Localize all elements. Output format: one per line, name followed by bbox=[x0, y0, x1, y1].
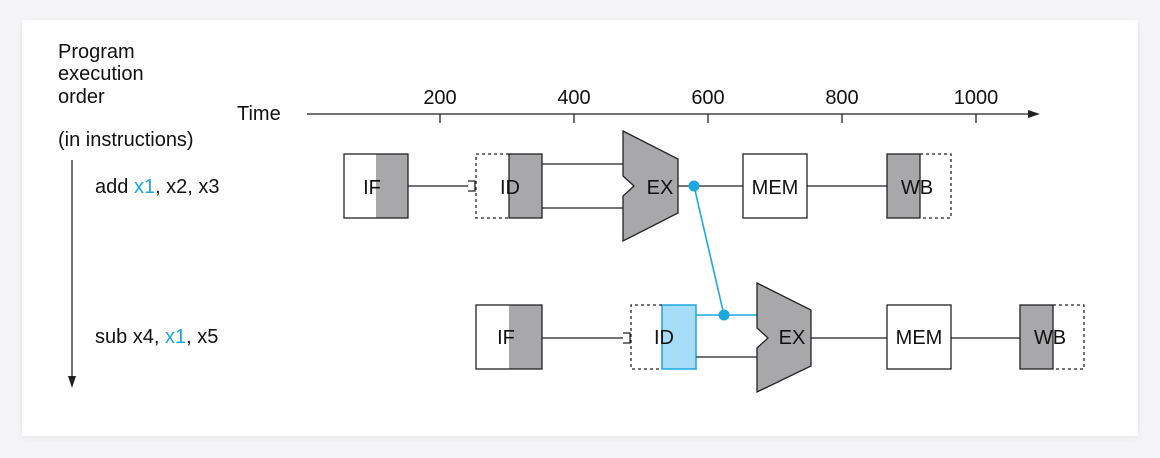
id-stage-box bbox=[630, 304, 662, 370]
time-label: Time bbox=[237, 103, 281, 125]
wb-stage-box bbox=[1053, 304, 1085, 370]
tick-label: 400 bbox=[557, 87, 590, 109]
id-stage-label: ID bbox=[500, 177, 520, 199]
wb-stage-shade bbox=[886, 153, 921, 219]
order-label-line-4: (in instructions) bbox=[58, 129, 194, 151]
tick-label: 800 bbox=[825, 87, 858, 109]
ex-stage-label: EX bbox=[647, 177, 674, 199]
diagram-card bbox=[22, 20, 1138, 436]
wb-stage-shade bbox=[1019, 304, 1054, 370]
wb-stage-box bbox=[920, 153, 952, 219]
row-add-pipeline: IF ID EX MEM WB bbox=[343, 129, 952, 243]
row-sub-pipeline: IF ID EX MEM WB bbox=[475, 281, 1085, 394]
id-stage-shade bbox=[508, 153, 543, 219]
wb-stage-label: WB bbox=[1034, 327, 1066, 349]
id-stage-label: ID bbox=[654, 327, 674, 349]
ex-stage-alu bbox=[622, 129, 679, 243]
time-axis-arrowhead bbox=[1028, 110, 1040, 118]
program-order-arrowhead bbox=[68, 376, 76, 388]
mem-stage-label: MEM bbox=[896, 327, 943, 349]
if-stage-label: IF bbox=[363, 177, 381, 199]
ex-stage-label: EX bbox=[779, 327, 806, 349]
tick-label: 1000 bbox=[954, 87, 999, 109]
forwarding-source-dot bbox=[688, 180, 700, 192]
if-stage-shade bbox=[509, 305, 542, 369]
order-label-line-3: order bbox=[58, 86, 105, 108]
wb-stage-label: WB bbox=[901, 177, 933, 199]
ex-stage-alu bbox=[756, 281, 812, 394]
mem-stage-label: MEM bbox=[752, 177, 799, 199]
register-read-marker bbox=[468, 180, 476, 192]
tick-label: 600 bbox=[691, 87, 724, 109]
forwarding-target-dot bbox=[718, 309, 730, 321]
tick-label: 200 bbox=[423, 87, 456, 109]
mem-stage-box bbox=[742, 153, 808, 219]
mem-stage-box bbox=[886, 304, 952, 370]
order-label-line-1: Program bbox=[58, 41, 135, 63]
if-stage-label: IF bbox=[497, 327, 515, 349]
forwarding-path bbox=[688, 180, 730, 321]
forwarding-line bbox=[693, 185, 725, 316]
order-label-line-2: execution bbox=[58, 63, 144, 85]
if-stage-shade bbox=[376, 154, 408, 218]
instruction-add-label: add x1, x2, x3 bbox=[95, 176, 220, 198]
id-stage-highlight bbox=[661, 304, 697, 370]
register-read-marker bbox=[623, 332, 631, 344]
instruction-sub-label: sub x4, x1, x5 bbox=[95, 326, 218, 348]
